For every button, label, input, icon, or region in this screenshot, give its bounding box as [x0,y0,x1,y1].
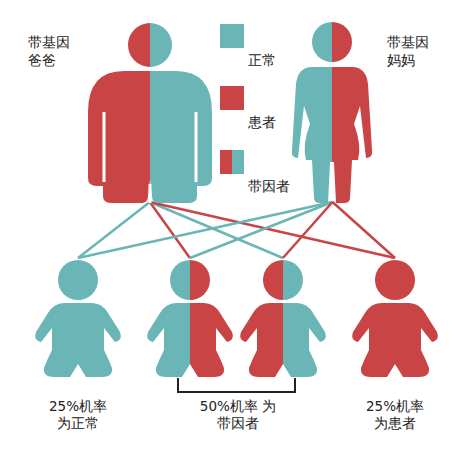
child-figure: 25%机率 为患者 [345,258,445,443]
node-label: 25%机率 为患者 [361,398,429,432]
parent-figure: 带基因 妈妈 [280,12,455,202]
legend-label: 正常 [248,52,276,70]
node-label: 50%机率 为带因者 [198,398,278,432]
bracket [178,378,295,392]
node-label: 带基因 妈妈 [387,34,435,69]
inheritance-line [78,202,333,258]
inheritance-line [283,202,333,258]
carrier-swatch [220,150,244,174]
inheritance-line [190,202,333,258]
child-carrier [240,260,326,377]
mother-figure [292,22,372,203]
legend-swatch [220,24,244,48]
child-affected [352,260,438,377]
child-normal [35,260,121,377]
node-label: 带基因 爸爸 [28,34,76,69]
child-figure: 25%机率 为正常 [28,258,128,443]
child-carrier [147,260,233,377]
child-group: 50%机率 为带因者 [140,258,335,443]
legend-label: 带因者 [248,178,290,196]
father-figure [88,23,212,203]
node-label: 25%机率 为正常 [44,398,112,432]
parent-figure: 带基因 爸爸 [25,12,220,202]
legend-swatch [220,86,244,110]
inheritance-line [333,202,396,258]
legend-label: 患者 [248,114,276,132]
inheritance-line [150,202,395,258]
